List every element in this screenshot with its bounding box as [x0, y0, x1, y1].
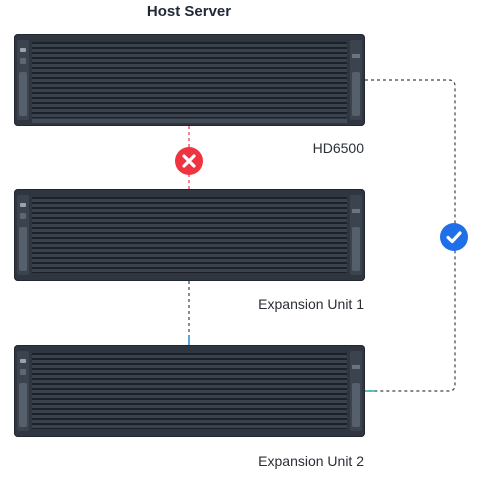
indicator-slot — [352, 209, 360, 213]
status-led — [20, 359, 26, 363]
right-handle — [352, 72, 360, 116]
diagram-title: Host Server — [146, 3, 232, 20]
vent-grille — [32, 353, 347, 429]
right-rack-ear — [350, 351, 362, 431]
check-circle-icon — [440, 223, 468, 251]
right-handle — [352, 383, 360, 427]
indicator-slot — [352, 54, 360, 58]
right-rack-ear — [350, 195, 362, 275]
status-led — [20, 48, 26, 52]
x-circle-icon — [175, 147, 203, 175]
left-rack-ear — [17, 40, 29, 120]
bottom-strip — [32, 119, 347, 123]
left-rack-ear — [17, 195, 29, 275]
host-server-unit[interactable] — [14, 34, 365, 126]
right-rack-ear — [350, 40, 362, 120]
expansion-unit-2[interactable] — [14, 345, 365, 437]
right-handle — [352, 227, 360, 271]
indicator-slot — [352, 365, 360, 369]
left-rack-ear — [17, 351, 29, 431]
power-button — [20, 58, 26, 64]
status-led — [20, 203, 26, 207]
host-server-label: HD6500 — [312, 140, 364, 156]
left-handle — [19, 383, 27, 427]
left-handle — [19, 72, 27, 116]
expansion-unit-1-label: Expansion Unit 1 — [258, 296, 364, 312]
vent-grille — [32, 42, 347, 118]
expansion-unit-1[interactable] — [14, 189, 365, 281]
vent-grille — [32, 197, 347, 273]
expansion-unit-2-label: Expansion Unit 2 — [258, 453, 364, 469]
left-handle — [19, 227, 27, 271]
power-button — [20, 369, 26, 375]
power-button — [20, 213, 26, 219]
